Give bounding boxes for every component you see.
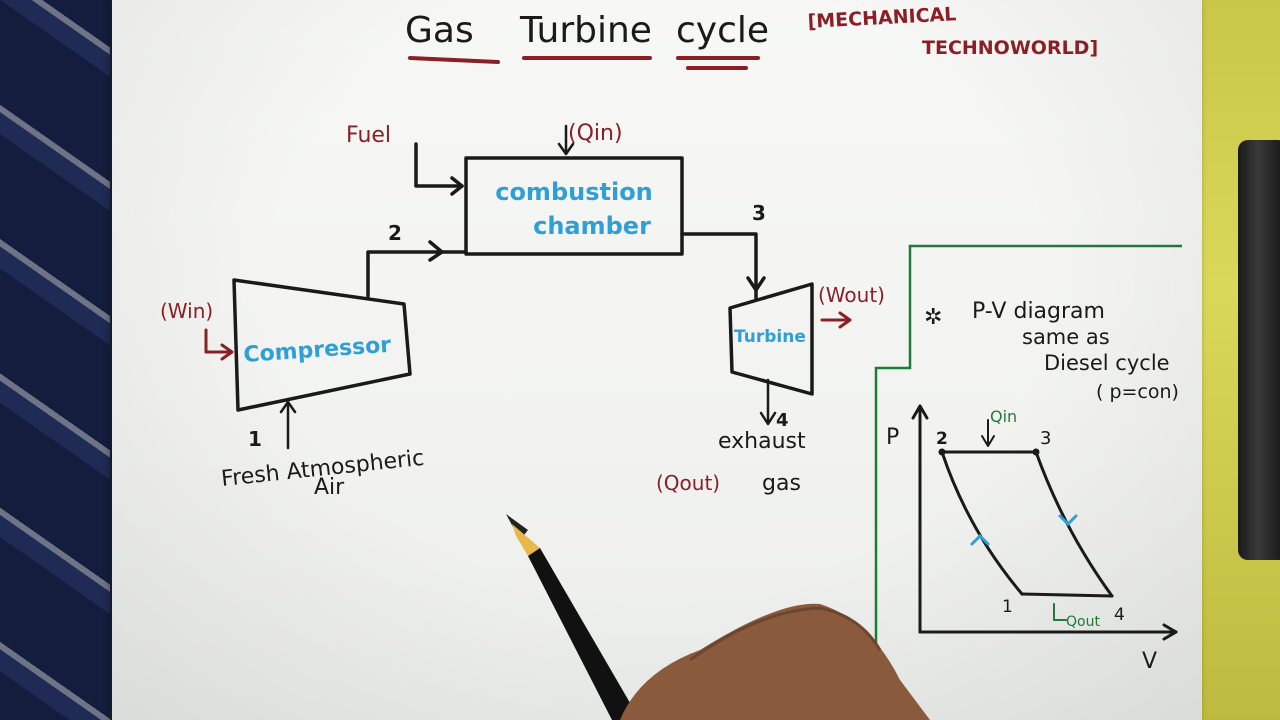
compressor-label: Compressor [243, 333, 392, 368]
star-icon: ✲ [924, 305, 942, 330]
turbine-label: Turbine [734, 327, 806, 347]
note-line3: Diesel cycle [1044, 351, 1170, 375]
compressor-shape [232, 278, 412, 412]
heat-out-label: (Qout) [656, 471, 720, 495]
pv-label-4: 4 [1114, 605, 1125, 625]
heat-in-arrow-icon [557, 142, 575, 156]
note-line1: P-V diagram [972, 299, 1105, 324]
air-in-arrow-icon [279, 400, 297, 414]
cycle-line-3-4 [1034, 450, 1114, 598]
pv-heat-out-label: Qout [1066, 614, 1100, 630]
pv-heat-out-arrow-icon [1053, 603, 1067, 621]
channel-name-line1: [MECHANICAL [807, 3, 957, 33]
fuel-label: Fuel [346, 123, 391, 148]
fuel-arrow-icon [450, 176, 464, 196]
hand [620, 603, 930, 720]
title-underline [408, 56, 500, 64]
note-line4: ( p=con) [1096, 381, 1179, 403]
background-fabric [0, 0, 110, 720]
combustion-chamber-box [464, 156, 684, 256]
paper-sheet [112, 0, 1202, 720]
flow-line-2 [366, 250, 468, 298]
pv-heat-in-label: Qin [990, 407, 1017, 426]
note-border [874, 244, 1182, 650]
pv-p-axis-label: P [886, 425, 899, 450]
title-word-turbine: Turbine [519, 10, 652, 51]
cycle-line-4-1 [1020, 592, 1114, 598]
fuel-line [414, 142, 464, 188]
v-axis-arrow-icon [1162, 623, 1178, 641]
exhaust-label-line1: exhaust [718, 429, 806, 454]
work-in-label: (Win) [160, 299, 213, 323]
direction-arrow-icon [1058, 514, 1078, 527]
pv-point-2 [938, 448, 946, 456]
cycle-line-1-2 [940, 450, 1024, 596]
flow-arrow-icon [428, 240, 444, 262]
pv-label-3: 3 [1040, 428, 1051, 449]
exhaust-label-line2: gas [762, 471, 801, 496]
pv-point-3 [1032, 448, 1040, 456]
state-1-label: 1 [248, 427, 262, 451]
title-word-gas: Gas [405, 10, 474, 51]
note-line2: same as [1022, 325, 1110, 349]
title-word-cycle: cycle [676, 10, 769, 51]
pv-label-2: 2 [936, 429, 948, 449]
direction-arrow-icon [970, 533, 990, 546]
inlet-label-line2: Air [314, 475, 345, 500]
pv-v-axis-label: V [1142, 649, 1157, 674]
pencil [506, 514, 640, 720]
heat-in-label: (Qin) [568, 121, 623, 146]
pv-heat-in-arrow-icon [981, 435, 995, 447]
state-4-label: 4 [776, 410, 789, 431]
exhaust-arrow-icon [759, 411, 777, 426]
flow-arrow-icon [746, 276, 766, 292]
combustion-label-line1: combustion [495, 178, 653, 206]
title: Gas Turbine cycle [MECHANICAL TECHNOWORL… [405, 3, 1098, 70]
p-axis-arrow-icon [911, 404, 929, 420]
work-in-arrow-icon [220, 343, 234, 361]
work-out-label: (Wout) [818, 283, 885, 307]
flow-line-3 [680, 232, 758, 300]
work-out-arrow-icon [838, 311, 852, 329]
state-2-label: 2 [388, 221, 402, 245]
state-3-label: 3 [752, 201, 766, 225]
turbine-shape [728, 282, 814, 396]
combustion-label-line2: chamber [533, 212, 651, 240]
pv-label-1: 1 [1002, 597, 1013, 617]
channel-name-line2: TECHNOWORLD] [922, 37, 1098, 59]
marker-pen [1238, 140, 1280, 560]
work-in-arrow-icon [204, 328, 232, 354]
